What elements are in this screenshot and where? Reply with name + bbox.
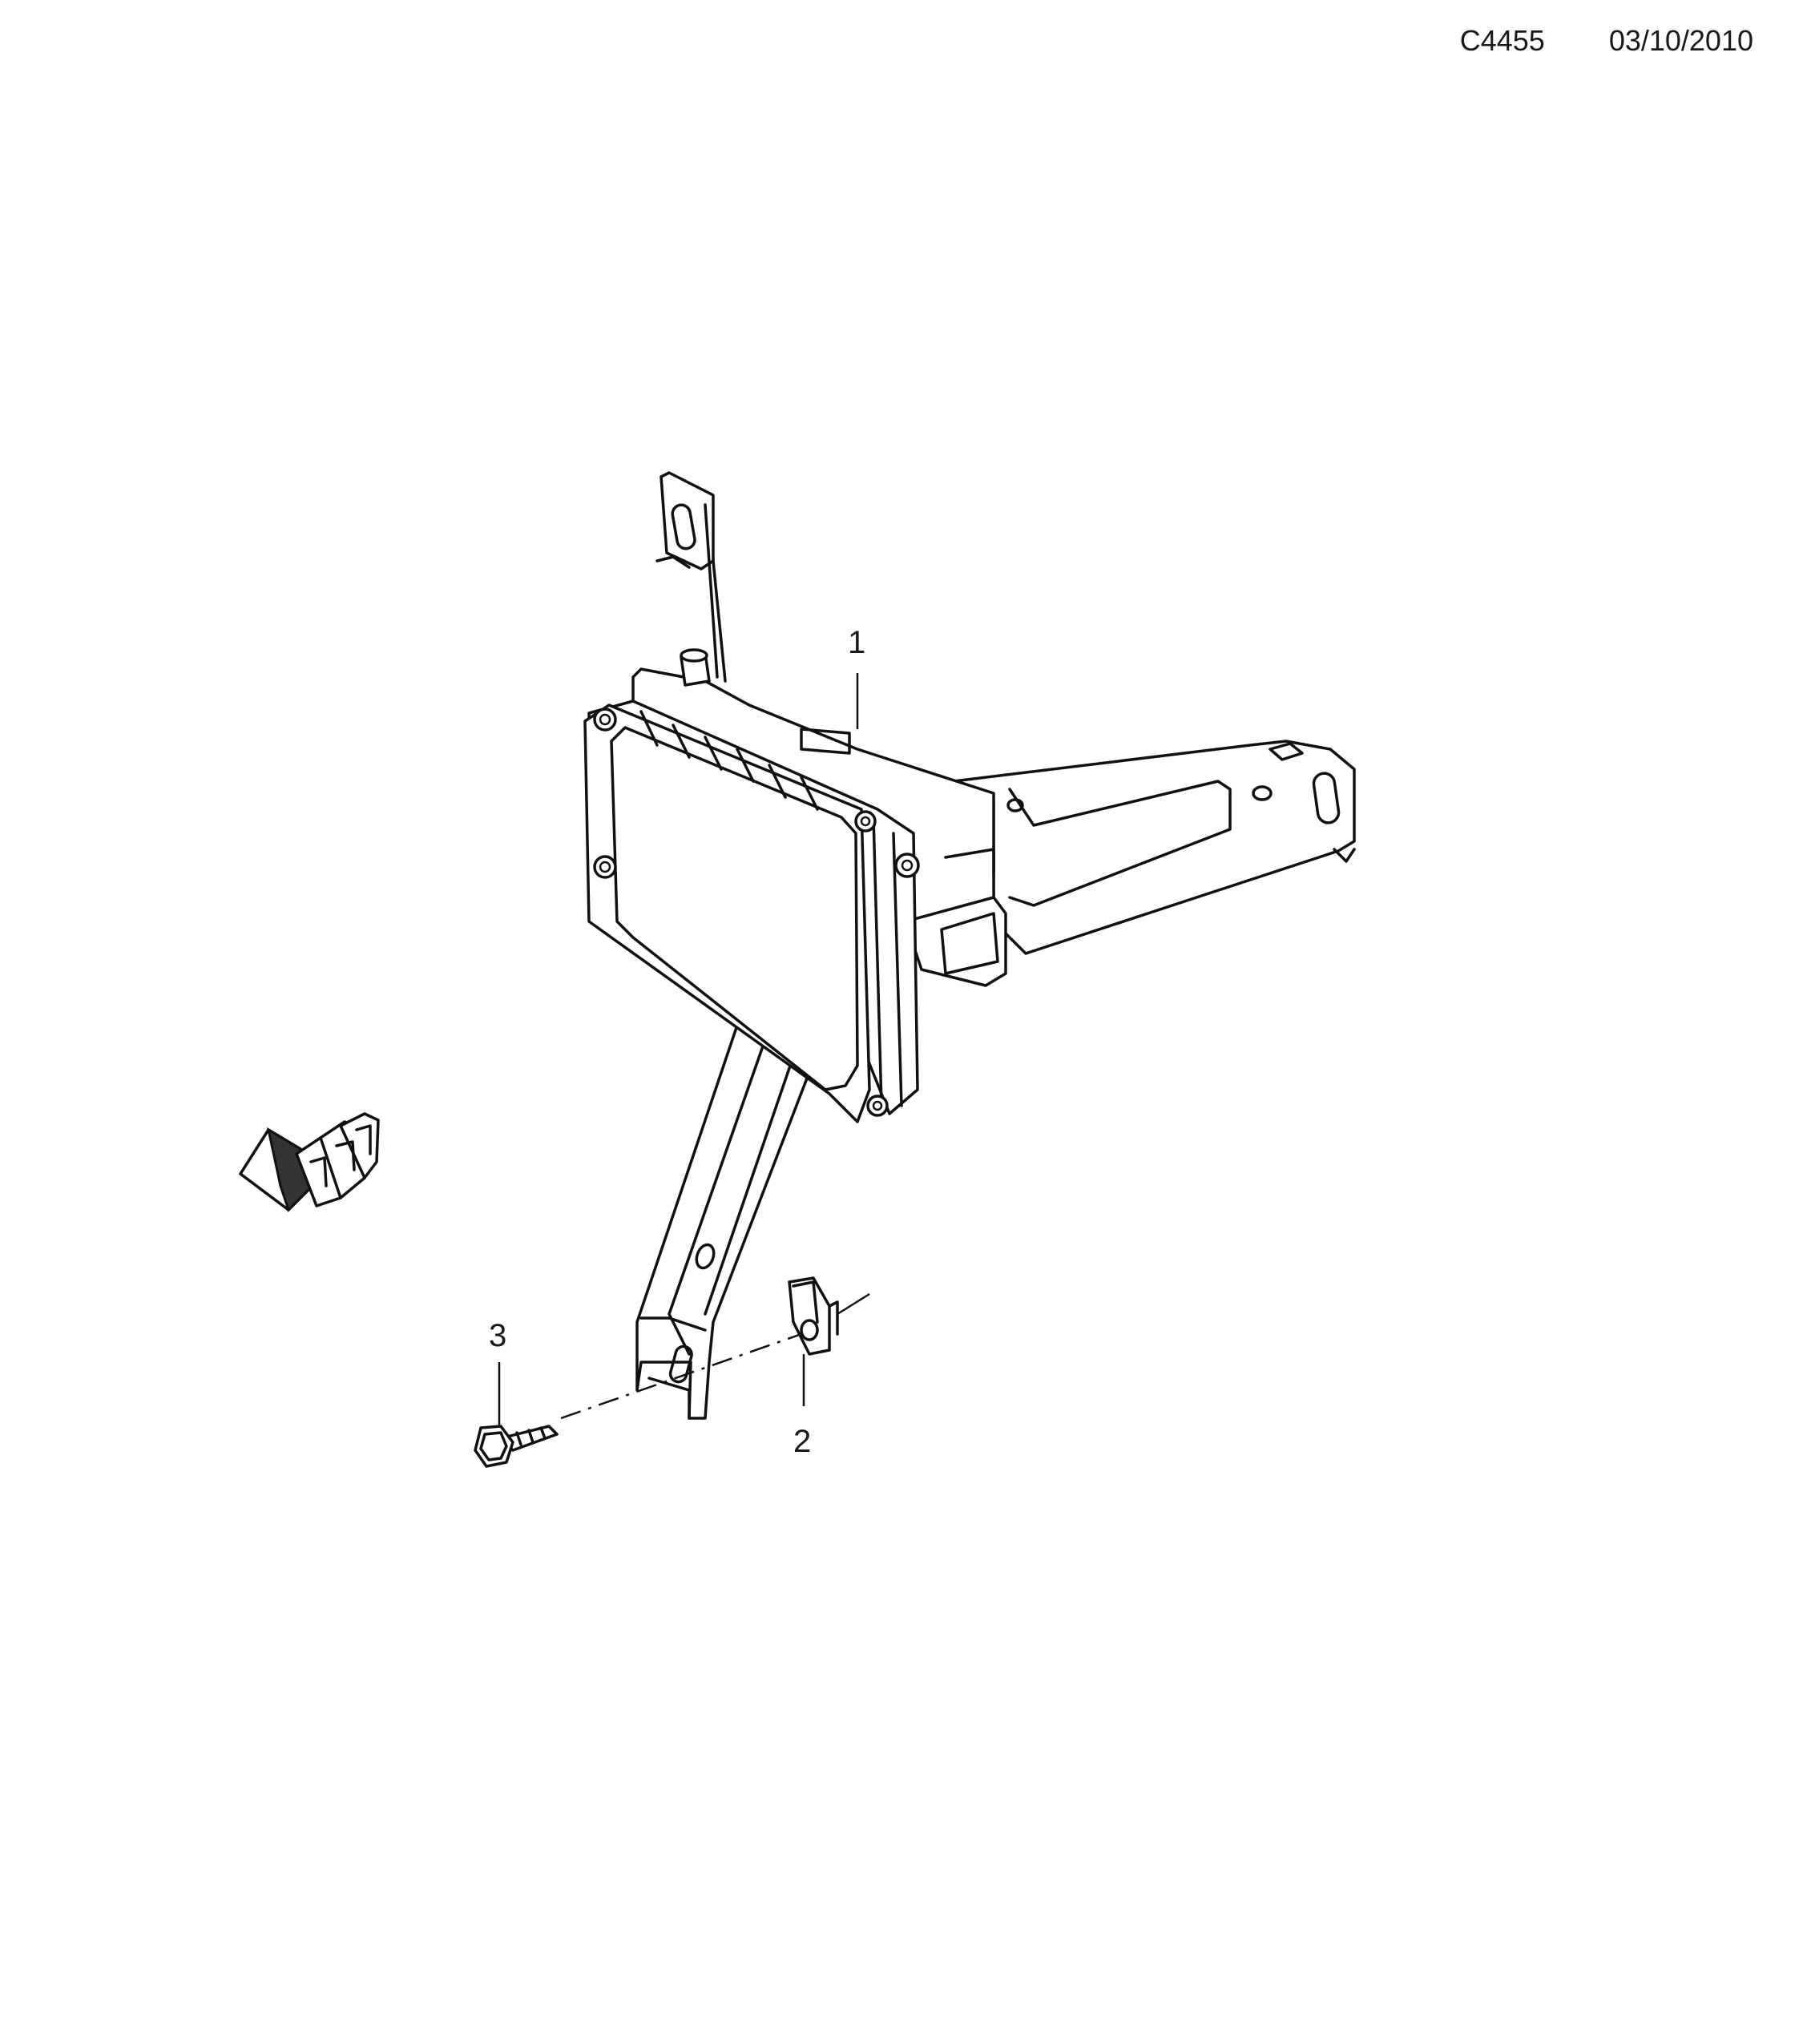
callout-2: 2 — [793, 1354, 811, 1459]
upper-mounting-tab — [655, 471, 727, 683]
callout-3: 3 — [489, 1318, 506, 1426]
clip-nut — [788, 1276, 870, 1356]
callout-1-label: 1 — [848, 625, 865, 660]
control-module — [583, 648, 920, 1123]
bracket-right-arm — [952, 740, 1356, 955]
callout-2-label: 2 — [793, 1424, 811, 1459]
diagram-code: C4455 — [1459, 24, 1545, 57]
screw — [474, 1332, 802, 1468]
callout-1: 1 — [848, 625, 865, 729]
diagram-header: C4455 03/10/2010 — [1460, 24, 1753, 58]
callout-3-label: 3 — [489, 1318, 506, 1353]
diagram-date: 03/10/2010 — [1608, 24, 1753, 57]
module-connector — [904, 848, 1007, 987]
front-direction-arrow-icon — [239, 1112, 380, 1212]
bracket-lower-leg — [635, 988, 835, 1420]
